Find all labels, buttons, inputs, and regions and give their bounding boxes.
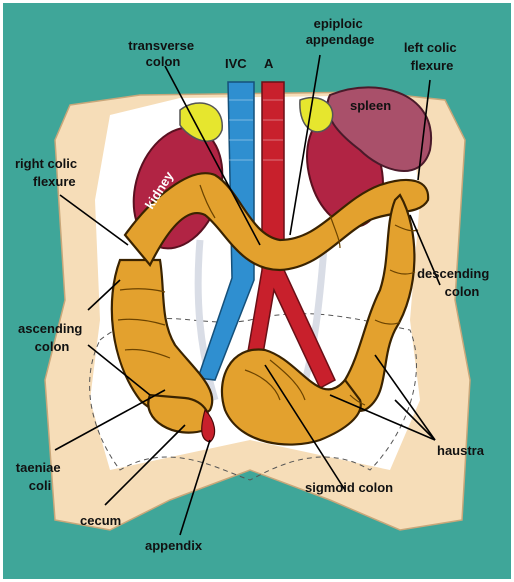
label-haustra: haustra bbox=[437, 443, 485, 458]
label-appendix: appendix bbox=[145, 538, 203, 553]
label-sigmoid-colon: sigmoid colon bbox=[305, 480, 393, 495]
label-cecum: cecum bbox=[80, 513, 121, 528]
label-epiploic-appendage: epiploic appendage bbox=[306, 16, 375, 47]
label-aorta: A bbox=[264, 56, 274, 71]
label-spleen: spleen bbox=[350, 98, 391, 113]
label-ivc: IVC bbox=[225, 56, 247, 71]
